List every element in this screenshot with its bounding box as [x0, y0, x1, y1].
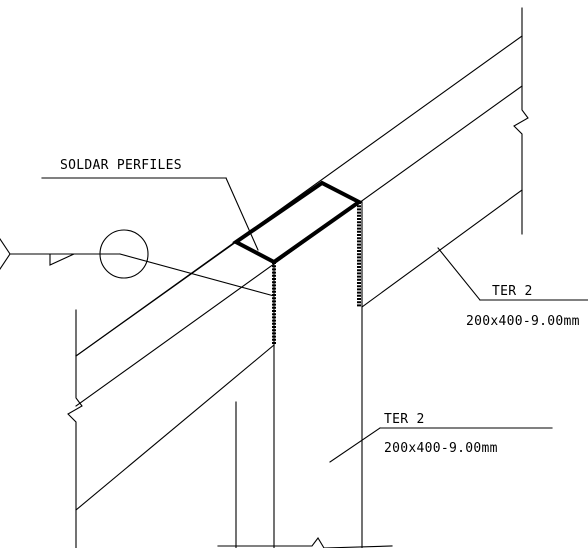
column-size-label: 200x400-9.00mm — [384, 441, 498, 456]
beam-tag-leader — [437, 247, 588, 301]
column-bottom-break-line — [217, 537, 393, 548]
weld-note-label: SOLDAR PERFILES — [60, 158, 182, 173]
column-tag-label: TER 2 — [384, 412, 425, 427]
weld-all-around-circle — [99, 229, 149, 279]
weld-symbol — [0, 229, 275, 297]
beam-right-break-line — [513, 7, 529, 235]
beam-tag-label: TER 2 — [492, 284, 533, 299]
beam-left-break-line — [67, 309, 83, 548]
beam-size-label: 200x400-9.00mm — [466, 314, 580, 329]
weld-note-leader — [41, 177, 259, 251]
column-tag-leader — [329, 427, 553, 463]
weld-cap-outline — [232, 180, 363, 265]
beam-outline — [75, 35, 523, 511]
column-outline — [235, 201, 363, 548]
